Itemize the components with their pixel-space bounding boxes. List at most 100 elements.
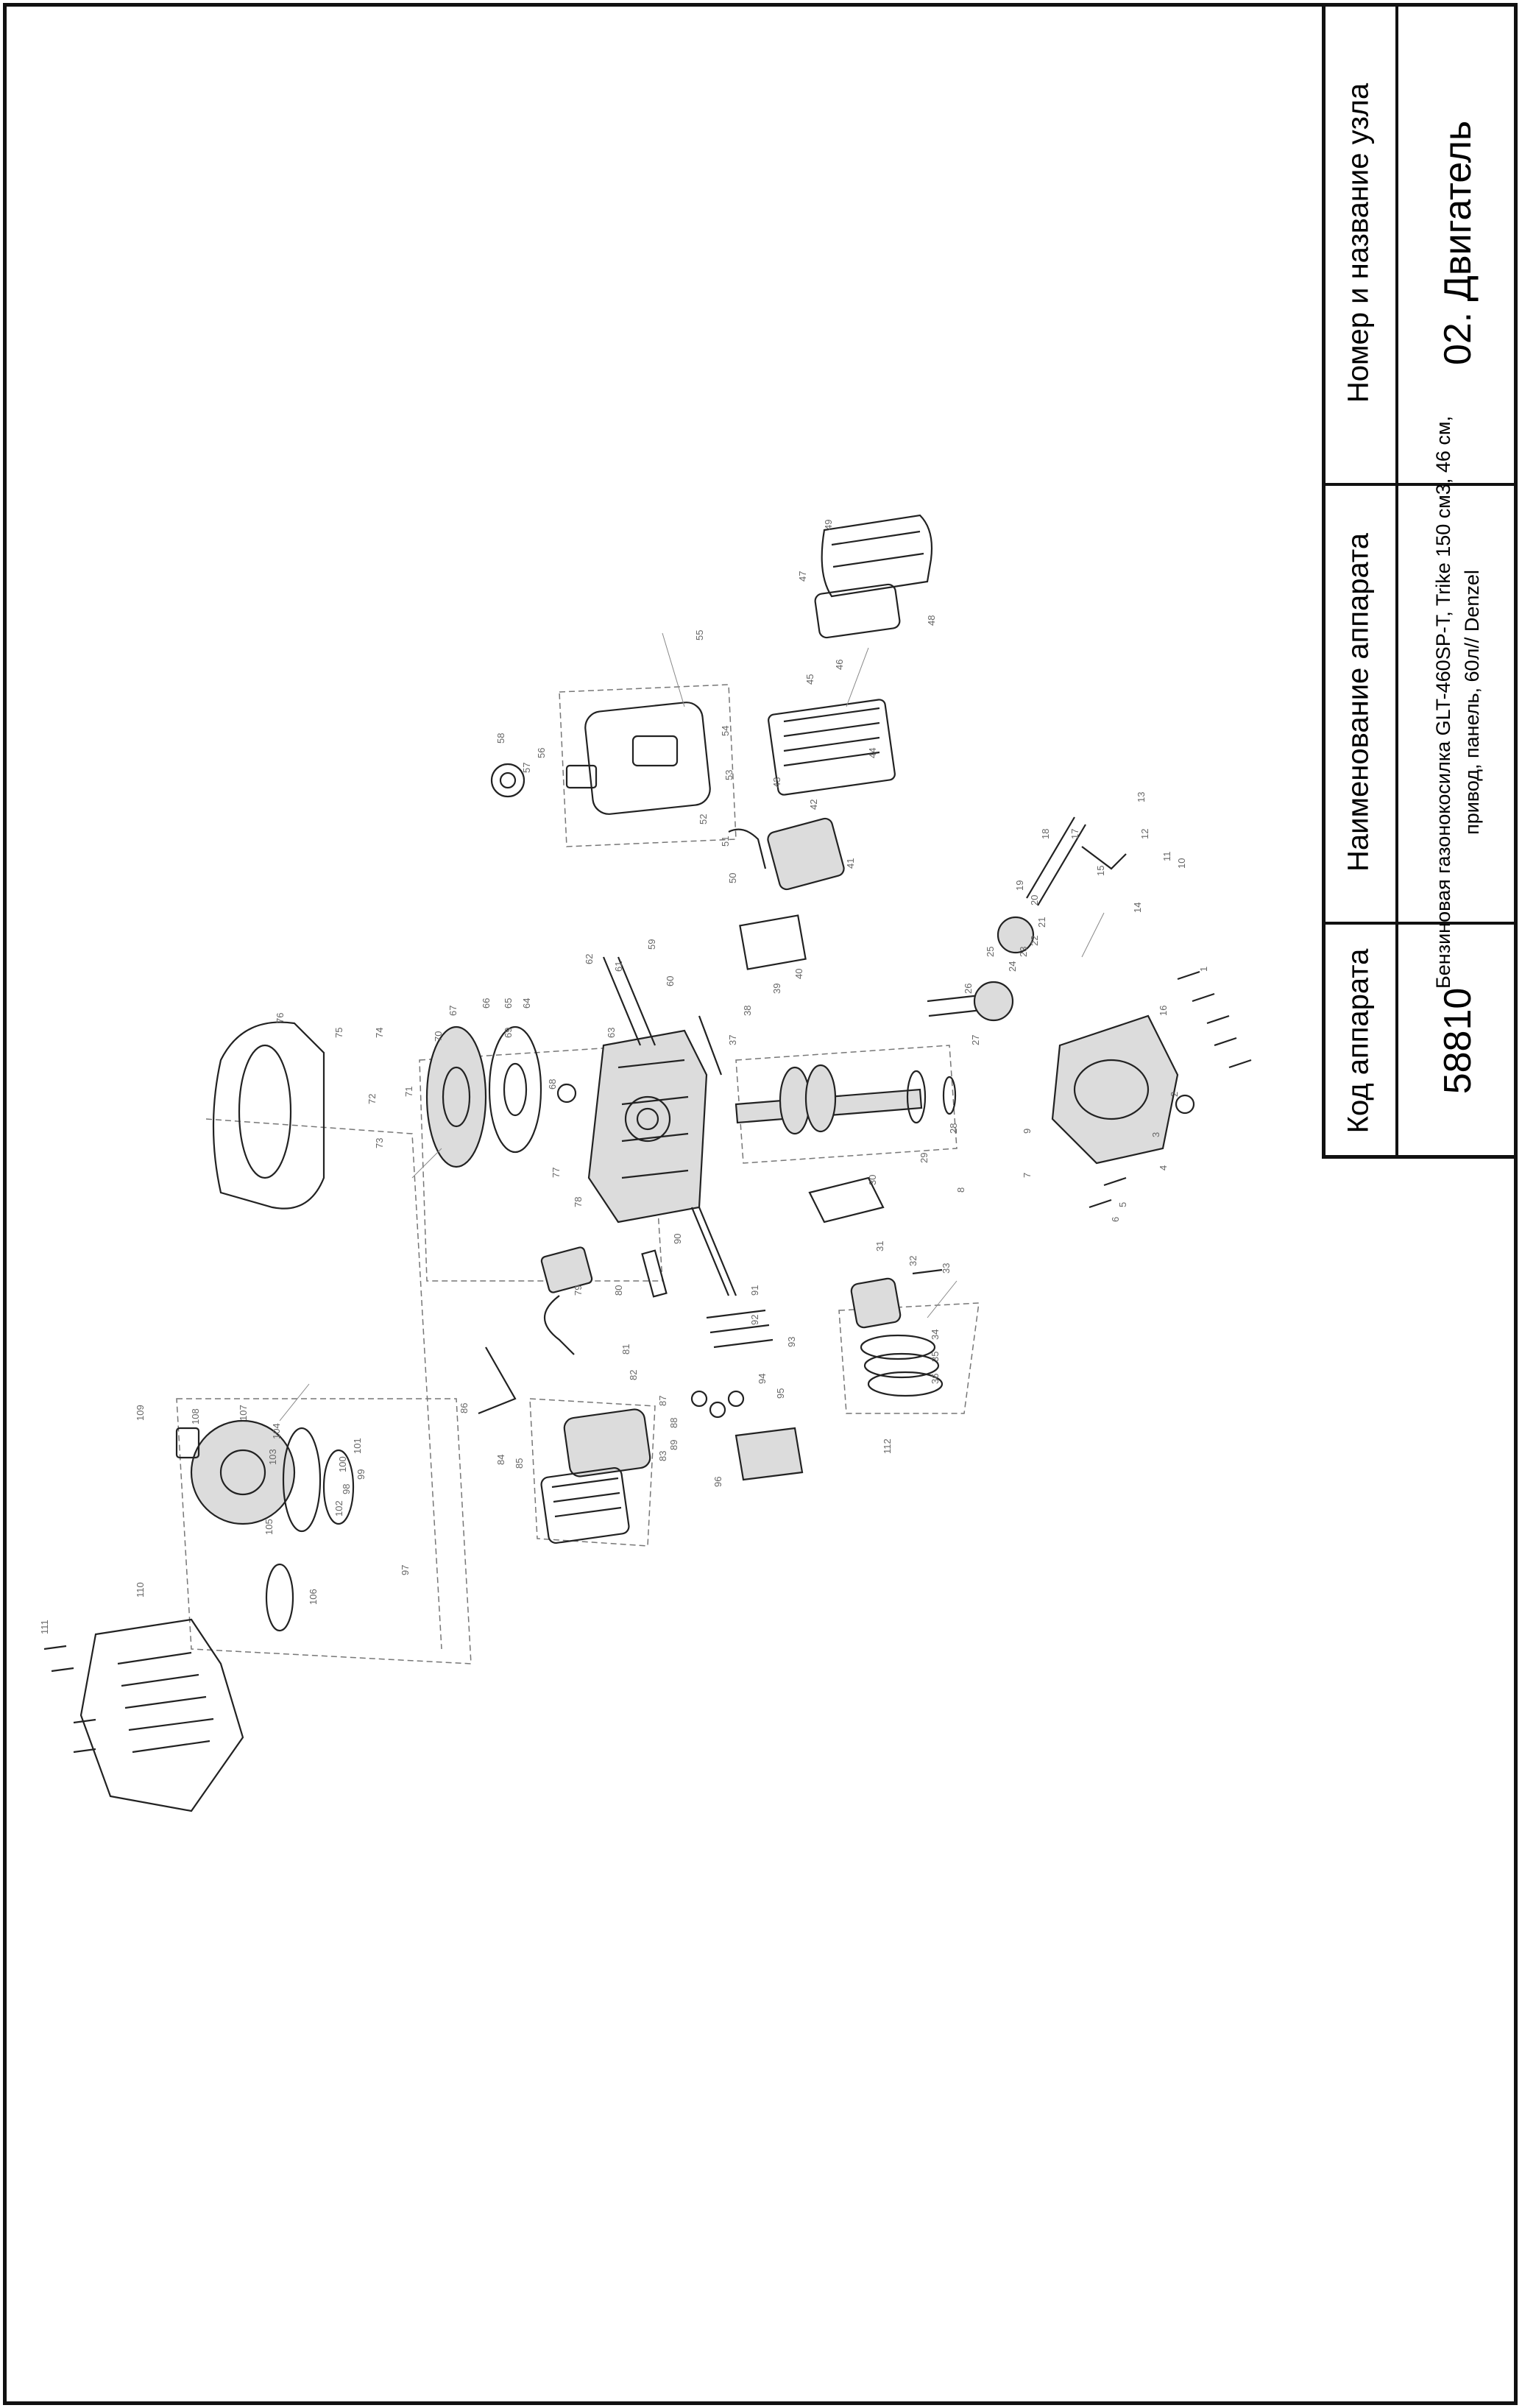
blower-housing <box>212 1021 325 1210</box>
part-number-label: 53 <box>723 770 735 780</box>
part-number-label: 39 <box>771 984 782 994</box>
part-number-label: 22 <box>1029 936 1040 946</box>
title-block-divider-1 <box>1322 483 1518 486</box>
part-number-label: 31 <box>874 1241 885 1251</box>
part-number-label: 104 <box>271 1423 282 1439</box>
engine-exploded-diagram: 1 2 3 4 5 6 7 8 9 10 11 12 13 14 15 16 1… <box>39 514 1252 1812</box>
title-block: Номер и название узла 02. Двигатель Наим… <box>1322 3 1518 1159</box>
part-number-label: 108 <box>190 1408 201 1424</box>
part-number-label: 44 <box>867 748 878 758</box>
cover-bolts <box>1089 970 1252 1209</box>
fuel-tank <box>490 702 711 815</box>
part-number-label: 34 <box>930 1330 941 1340</box>
part-number-label: 3 <box>1150 1132 1161 1137</box>
part-number-label: 82 <box>628 1370 639 1380</box>
title-block-frame <box>1322 3 1518 1159</box>
part-number-label: 33 <box>941 1263 952 1274</box>
part-number-label: 15 <box>1095 866 1106 876</box>
crankshaft-group-box <box>735 1045 958 1164</box>
part-number-label: 49 <box>823 520 834 530</box>
part-number-label: 48 <box>926 615 937 626</box>
part-number-label: 90 <box>672 1234 683 1244</box>
part-number-label: 105 <box>263 1519 275 1535</box>
part-number-label: 96 <box>712 1477 723 1487</box>
part-number-label: 28 <box>948 1123 959 1134</box>
part-number-label: 56 <box>536 748 547 758</box>
part-number-label: 1 <box>1198 967 1209 972</box>
part-number-label: 55 <box>694 630 705 640</box>
part-number-label: 32 <box>907 1256 918 1266</box>
part-number-label: 76 <box>275 1013 286 1023</box>
carburetor <box>728 817 845 970</box>
camshaft-gear <box>927 816 1127 1022</box>
part-number-label: 14 <box>1132 903 1143 913</box>
part-number-label: 13 <box>1136 792 1147 802</box>
part-number-label: 6 <box>1110 1217 1121 1222</box>
device-header: Наименование аппарата <box>1342 533 1375 872</box>
part-number-label: 45 <box>804 674 815 685</box>
part-number-label: 43 <box>771 777 782 788</box>
part-number-label: 18 <box>1040 829 1051 839</box>
part-number-label: 23 <box>1018 947 1029 957</box>
part-number-label: 24 <box>1007 961 1018 972</box>
part-number-label: 27 <box>970 1035 981 1045</box>
part-number-label: 91 <box>749 1285 760 1296</box>
part-number-label: 60 <box>665 976 676 986</box>
part-number-label: 103 <box>267 1449 278 1465</box>
part-number-label: 46 <box>834 660 845 670</box>
part-number-label: 17 <box>1069 829 1080 839</box>
part-number-label: 99 <box>355 1469 367 1480</box>
device-value: Бензиновая газонокосилка GLT-460SP-T, Tr… <box>1431 416 1483 989</box>
part-number-label: 69 <box>503 1028 514 1038</box>
part-number-label: 37 <box>727 1035 738 1045</box>
part-number-label: 16 <box>1158 1006 1169 1016</box>
part-number-label: 65 <box>503 998 514 1009</box>
part-number-label: 74 <box>374 1028 385 1038</box>
part-number-label: 9 <box>1022 1129 1033 1134</box>
recoil-starter-group-box <box>176 1398 472 1664</box>
part-number-label: 97 <box>400 1565 411 1575</box>
part-number-label: 57 <box>521 763 532 773</box>
node-value: 02. Двигатель <box>1437 120 1479 366</box>
part-number-label: 73 <box>374 1138 385 1148</box>
part-number-label: 78 <box>573 1197 584 1207</box>
muffler-group-box <box>529 1398 656 1547</box>
part-number-label: 98 <box>341 1484 352 1494</box>
air-filter-cover <box>768 514 933 796</box>
part-number-label: 41 <box>845 858 856 869</box>
assembly-boundaries <box>176 684 980 1664</box>
part-number-label: 100 <box>337 1456 348 1472</box>
cylinder-head-muffler <box>478 1346 804 1544</box>
part-number-label: 88 <box>668 1418 679 1428</box>
part-number-label: 52 <box>698 814 709 825</box>
part-number-label: 35 <box>930 1352 941 1362</box>
crankcase-block <box>587 1029 708 1224</box>
part-number-label: 8 <box>955 1187 966 1193</box>
part-number-label: 86 <box>459 1403 470 1413</box>
part-number-label: 92 <box>749 1315 760 1325</box>
recoil-starter <box>175 1419 355 1632</box>
part-number-label: 109 <box>135 1405 146 1421</box>
part-number-label: 12 <box>1139 829 1150 839</box>
piston-rings-group-box <box>838 1302 980 1414</box>
part-number-label: 19 <box>1014 880 1025 891</box>
part-number-label: 111 <box>39 1620 50 1634</box>
part-number-label: 70 <box>433 1031 444 1042</box>
part-number-label: 11 <box>1161 852 1172 862</box>
part-number-label: 79 <box>573 1285 584 1296</box>
part-number-label: 93 <box>786 1337 797 1347</box>
part-number-label: 77 <box>551 1168 562 1178</box>
part-number-label: 83 <box>657 1451 668 1461</box>
part-number-label: 47 <box>797 571 808 582</box>
part-number-label: 81 <box>620 1344 631 1355</box>
part-number-label: 21 <box>1036 917 1047 928</box>
flywheel <box>425 1025 577 1168</box>
title-block-divider-2 <box>1322 922 1518 925</box>
part-number-label: 29 <box>918 1153 930 1163</box>
code-value: 58810 <box>1437 987 1479 1095</box>
part-number-label: 101 <box>352 1438 363 1454</box>
part-number-label: 7 <box>1022 1173 1033 1178</box>
part-number-label: 40 <box>793 969 804 979</box>
ignition-coil <box>540 1246 668 1355</box>
part-number-label: 106 <box>308 1589 319 1605</box>
